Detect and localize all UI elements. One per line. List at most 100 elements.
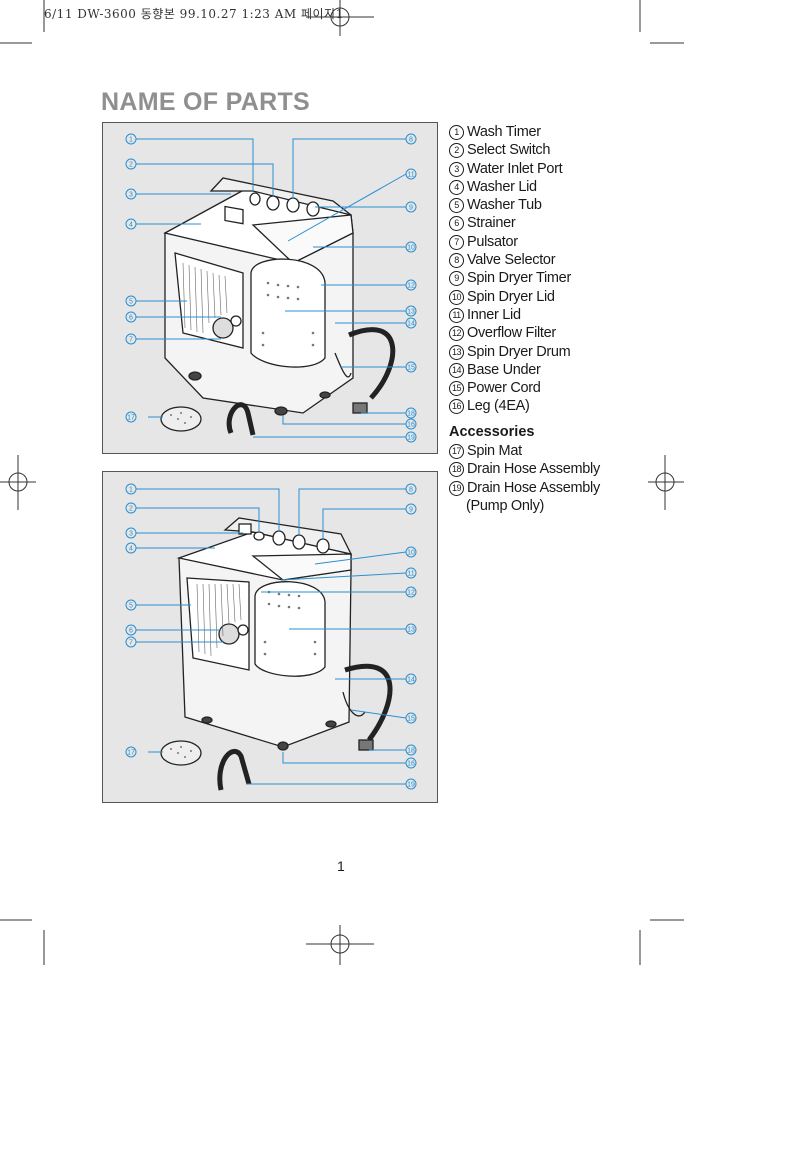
callout-5: 5 — [129, 299, 133, 306]
number-badge: 10 — [449, 289, 464, 305]
number-badge: 19 — [449, 480, 464, 496]
part-label: Wash Timer — [467, 124, 541, 140]
part-label: Base Under — [467, 361, 541, 378]
callout-8: 8 — [409, 487, 413, 494]
accessory-label: Spin Mat — [467, 443, 522, 459]
number-badge: 17 — [449, 444, 464, 459]
callout-8: 8 — [409, 137, 413, 144]
callout-15: 15 — [407, 365, 415, 372]
number-badge: 12 — [449, 326, 464, 342]
callout-3: 3 — [129, 192, 133, 199]
number-badge: 6 — [449, 216, 464, 232]
callout-5: 5 — [129, 603, 133, 610]
number-badge: 5 — [449, 198, 464, 214]
callout-7: 7 — [129, 337, 133, 344]
part-label: Spin Dryer Drum — [467, 343, 571, 360]
callout-18: 18 — [407, 411, 415, 418]
callout-19: 19 — [407, 782, 415, 789]
part-label: Select Switch — [467, 142, 551, 159]
callout-10: 10 — [407, 550, 415, 557]
callout-12: 12 — [407, 283, 415, 290]
accessories-heading: Accessories — [449, 424, 535, 440]
part-label: Leg (4EA) — [467, 398, 530, 415]
callout-6: 6 — [129, 315, 133, 322]
callout-9: 9 — [409, 205, 413, 212]
page-number: 1 — [337, 858, 345, 874]
callout-6: 6 — [129, 628, 133, 635]
part-label: Spin Dryer Lid — [467, 288, 555, 305]
callout-3: 3 — [129, 531, 133, 538]
part-label: Washer Tub — [467, 197, 542, 214]
number-badge: 13 — [449, 344, 464, 360]
number-badge: 3 — [449, 161, 464, 177]
callout-15: 15 — [407, 716, 415, 723]
callout-2: 2 — [129, 162, 133, 169]
diagram2-callouts: 1 2 3 4 5 6 7 8 9 10 11 12 13 14 15 17 1… — [125, 483, 417, 790]
washer-diagram-2: 1 2 3 4 5 6 7 8 9 10 11 12 13 14 15 17 1… — [102, 471, 438, 803]
number-badge: 7 — [449, 234, 464, 250]
part-label: Inner Lid — [467, 306, 521, 323]
part-label: Overflow Filter — [467, 325, 556, 342]
callout-11: 11 — [407, 172, 414, 179]
callout-16: 16 — [407, 761, 415, 768]
number-badge: 4 — [449, 179, 464, 195]
number-badge: 11 — [449, 307, 464, 323]
print-header: 6/11 DW-3600 동향본 99.10.27 1:23 AM 페이지1 — [44, 7, 344, 21]
part-label: Pulsator — [467, 233, 518, 250]
diagram1-callouts: 1 2 3 4 5 6 7 8 11 9 10 12 13 14 15 17 1… — [125, 133, 417, 443]
callout-2: 2 — [129, 506, 133, 513]
page-title: NAME OF PARTS — [101, 88, 310, 116]
callout-13: 13 — [407, 627, 415, 634]
callout-4: 4 — [129, 222, 133, 229]
washer-diagram-1: 1 2 3 4 5 6 7 8 11 9 10 12 13 14 15 17 1… — [102, 122, 438, 454]
part-label: Washer Lid — [467, 178, 537, 195]
callout-14: 14 — [407, 677, 415, 684]
washer-illustration-1: 1 2 3 4 5 6 7 8 11 9 10 12 13 14 15 17 1… — [125, 133, 417, 443]
part-label: Water Inlet Port — [467, 160, 563, 177]
callout-14: 14 — [407, 321, 415, 328]
callout-13: 13 — [407, 309, 415, 316]
accessory-note: (Pump Only) — [466, 497, 545, 514]
callout-1: 1 — [129, 137, 133, 144]
part-label: Valve Selector — [467, 252, 556, 269]
callout-10: 10 — [407, 245, 415, 252]
accessory-label: Drain Hose Assembly — [467, 479, 600, 496]
number-badge: 15 — [449, 381, 464, 397]
number-badge: 1 — [449, 125, 464, 140]
part-label: Strainer — [467, 215, 516, 232]
callout-9: 9 — [409, 507, 413, 514]
callout-11: 11 — [407, 571, 414, 578]
callout-4: 4 — [129, 546, 133, 553]
part-label: Spin Dryer Timer — [467, 270, 571, 287]
number-badge: 8 — [449, 253, 464, 269]
callout-17: 17 — [127, 415, 135, 422]
number-badge: 14 — [449, 362, 464, 378]
callout-7: 7 — [129, 640, 133, 647]
callout-1: 1 — [129, 487, 133, 494]
number-badge: 18 — [449, 462, 464, 478]
callout-12: 12 — [407, 590, 415, 597]
number-badge: 9 — [449, 271, 464, 287]
part-label: Power Cord — [467, 380, 541, 397]
number-badge: 16 — [449, 399, 464, 415]
callout-16: 16 — [407, 422, 415, 429]
